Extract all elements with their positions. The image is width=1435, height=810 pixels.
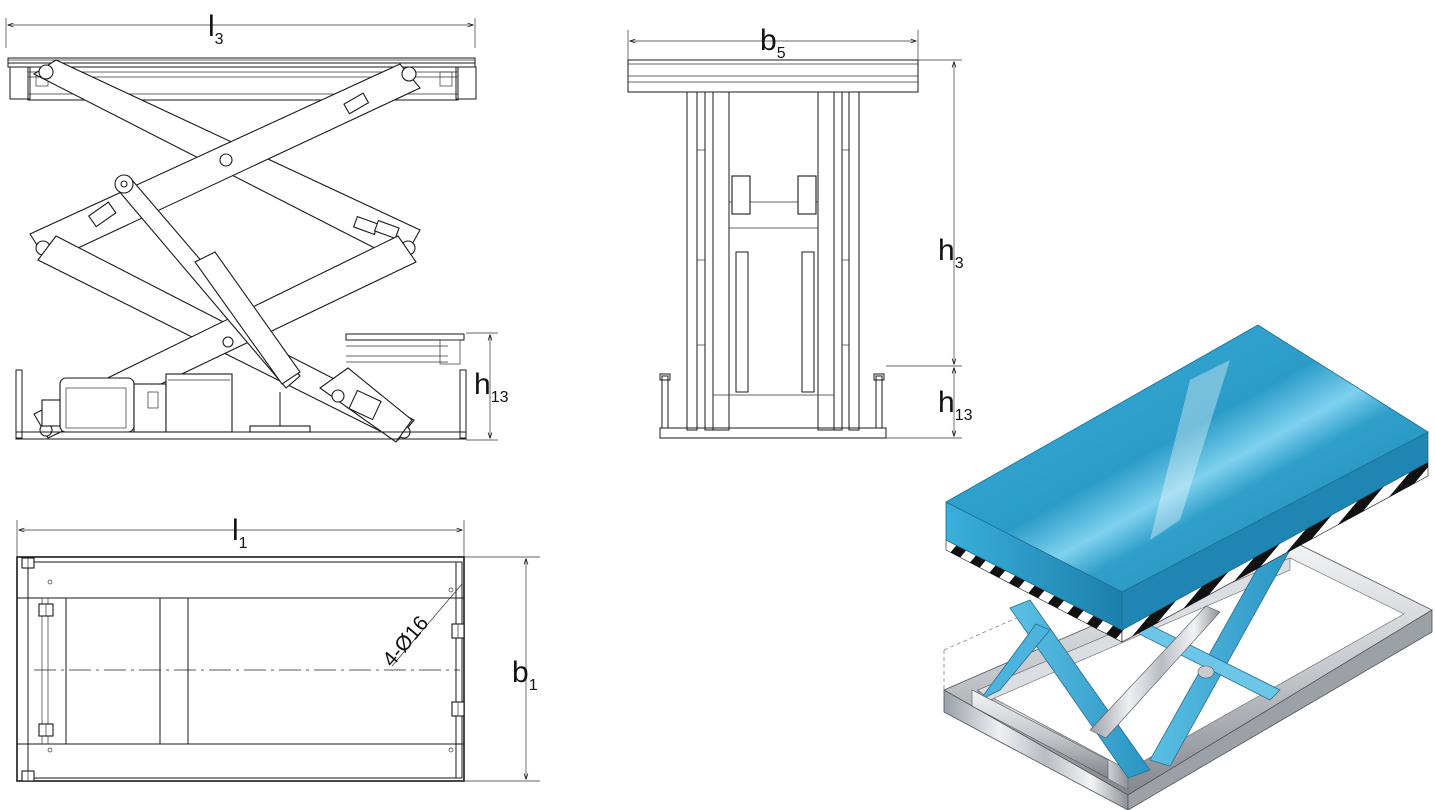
dimension-l1: l1 <box>16 514 465 560</box>
isometric-lift-table <box>943 324 1433 810</box>
side-view: l3 <box>5 10 509 443</box>
svg-text:l3: l3 <box>208 10 224 48</box>
base-frame-plan <box>16 556 465 782</box>
svg-text:b5: b5 <box>760 24 786 62</box>
hole-callout: 4-Ø16 <box>378 583 463 672</box>
front-columns <box>686 91 860 431</box>
svg-text:b1: b1 <box>512 656 538 694</box>
dimension-h13-front: h13 <box>886 368 973 439</box>
svg-text:h13: h13 <box>474 368 509 406</box>
front-view: b5 <box>627 24 973 439</box>
plan-view: l1 <box>16 514 540 782</box>
mounting-holes <box>21 557 465 782</box>
scissor-upper-arms <box>29 59 421 273</box>
base-frame-side <box>15 369 467 440</box>
dimension-l3: l3 <box>5 10 476 48</box>
iso-platform <box>945 324 1429 643</box>
base-frame-front <box>659 373 887 439</box>
dimension-h13-side: h13 <box>345 332 509 441</box>
dimension-b1: b1 <box>464 556 540 782</box>
svg-text:h3: h3 <box>938 234 964 272</box>
top-platform-front <box>627 59 919 93</box>
hole-callout-label: 4-Ø16 <box>378 612 433 672</box>
svg-text:l1: l1 <box>232 514 248 552</box>
dimension-h3: h3 <box>886 59 964 367</box>
hydraulic-cylinder-side <box>114 174 413 443</box>
dimension-b5: b5 <box>627 24 919 62</box>
svg-text:h13: h13 <box>938 386 973 424</box>
